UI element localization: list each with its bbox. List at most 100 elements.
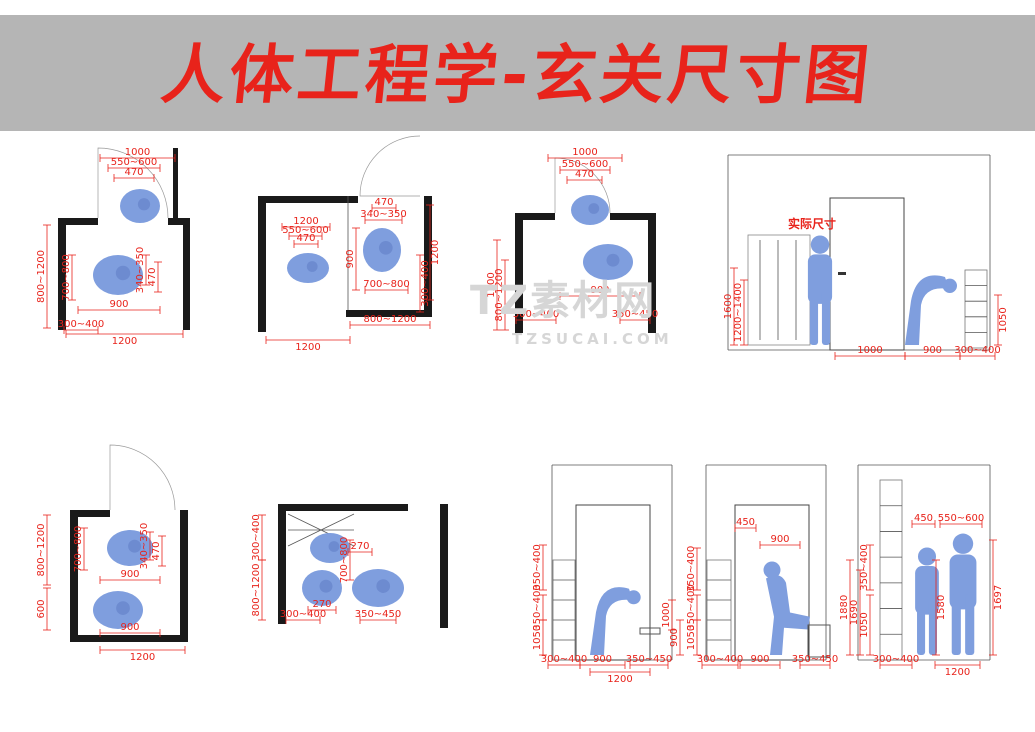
person-leg (917, 601, 926, 655)
dimension-label: 1050 (532, 625, 543, 650)
wall-segment (168, 218, 190, 225)
dimension-label: 900 (590, 285, 609, 296)
wall-segment (515, 213, 523, 333)
dimension-label: 300~400 (873, 654, 920, 665)
wall-segment (440, 504, 448, 628)
dimension-label: 1050 (686, 625, 697, 650)
dimension-label: 900 (750, 654, 769, 665)
person-head (588, 203, 600, 214)
dimension-label: 350~450 (355, 609, 402, 620)
wall-segment (346, 310, 432, 317)
dimension-label: 900 (770, 534, 789, 545)
dimension-label: 900 (593, 654, 612, 665)
person-head (606, 253, 620, 267)
dimension-label: 300~400 (697, 654, 744, 665)
dimension-label: 300~400 (541, 654, 588, 665)
dimension-label: 450 (736, 517, 755, 528)
dimension-label: 1000 (857, 345, 882, 356)
dimension-label: 1200~1400 (733, 283, 744, 342)
dimension-label: 700~800 (339, 537, 350, 584)
person-head (128, 539, 142, 553)
wall-segment (70, 635, 188, 642)
dimension-label: 800~1200 (36, 250, 47, 303)
dimension-label: 550~600 (938, 513, 985, 524)
wall-segment (183, 218, 190, 330)
dimension-label: 600 (36, 599, 47, 618)
dimension-label: 1200 (945, 667, 970, 678)
wall-segment (648, 213, 656, 333)
dimension-label: 700~800 (363, 279, 410, 290)
dimension-label: 300~400 (420, 260, 431, 307)
cabinet-outline (552, 559, 576, 661)
dimension-label: 800~1200 (251, 564, 262, 617)
cabinet-outline (879, 479, 903, 661)
dimension-label: 1600 (723, 294, 734, 319)
dimension-label: 1690 (849, 600, 860, 625)
stool (639, 627, 661, 635)
person-head (626, 590, 641, 605)
person-leg (821, 290, 831, 345)
dimension-label: 350~450 (612, 309, 659, 320)
dimension-label: 470 (147, 267, 158, 286)
dimension-label: 350~400 (532, 544, 543, 591)
wall-segment (173, 148, 178, 220)
dimension-label: 1050 (998, 307, 1009, 332)
dimension-label: 350~400 (859, 544, 870, 591)
dimension-label: 550~600 (282, 225, 329, 236)
dimension-label: 350~450 (792, 654, 839, 665)
dimension-label: 900 (345, 249, 356, 268)
door-swing (359, 135, 421, 197)
wall-segment (424, 196, 432, 314)
dimension-label: 550~600 (562, 159, 609, 170)
dimension-label: 350~450 (626, 654, 673, 665)
person-head (328, 541, 340, 552)
wall-segment (180, 510, 188, 640)
dimension-label: 340~350 (139, 523, 150, 570)
dimension-label: 270 (312, 599, 331, 610)
person-head (952, 533, 974, 554)
dimension-label: 1200 (486, 272, 497, 297)
door-swing (97, 147, 169, 219)
dimension-label: 900 (923, 345, 942, 356)
person-head (376, 579, 391, 593)
dimension-label: 470 (151, 541, 162, 560)
person-head (115, 265, 131, 281)
dimension-label: 1000 (572, 147, 597, 158)
wall-segment (610, 213, 650, 220)
cabinet-outline (706, 559, 732, 661)
dimension-label: 900 (120, 569, 139, 580)
dimension-label: 340~350 (360, 209, 407, 220)
wall-segment (278, 504, 408, 511)
person-head (116, 601, 130, 615)
dimension-label: 350~400 (532, 584, 543, 631)
title-banner (0, 15, 1035, 131)
door-swing (109, 444, 176, 511)
person-leg (951, 594, 961, 655)
wall-segment (58, 218, 98, 225)
watermark-logo: TZ素材网 (470, 278, 657, 324)
wall-segment (258, 196, 358, 203)
person-head (810, 235, 830, 254)
dimension-label: 1697 (993, 585, 1004, 610)
dimension-label: 300~400 (280, 609, 327, 620)
dimension-label: 1580 (936, 595, 947, 620)
dimension-label: 470 (374, 197, 393, 208)
person-head (917, 547, 937, 566)
dimension-label: 700~800 (73, 526, 84, 573)
wall-segment (258, 196, 266, 332)
dimension-label: 470 (575, 169, 594, 180)
entry-door (575, 504, 651, 661)
dimension-label: 800~1200 (36, 524, 47, 577)
dimension-label: 350~400 (686, 546, 697, 593)
dimension-label: 1880 (839, 595, 850, 620)
dimension-label: 1200 (430, 240, 441, 265)
dimension-label: 1200 (295, 342, 320, 353)
dimension-label: 900 (669, 628, 680, 647)
person-sitting (766, 575, 810, 655)
highlight-label: 实际尺寸 (788, 216, 836, 231)
dimension-label: 1050 (859, 612, 870, 637)
dimension-label: 350~400 (686, 584, 697, 631)
dimension-label: 450 (914, 513, 933, 524)
person-head (942, 278, 957, 293)
